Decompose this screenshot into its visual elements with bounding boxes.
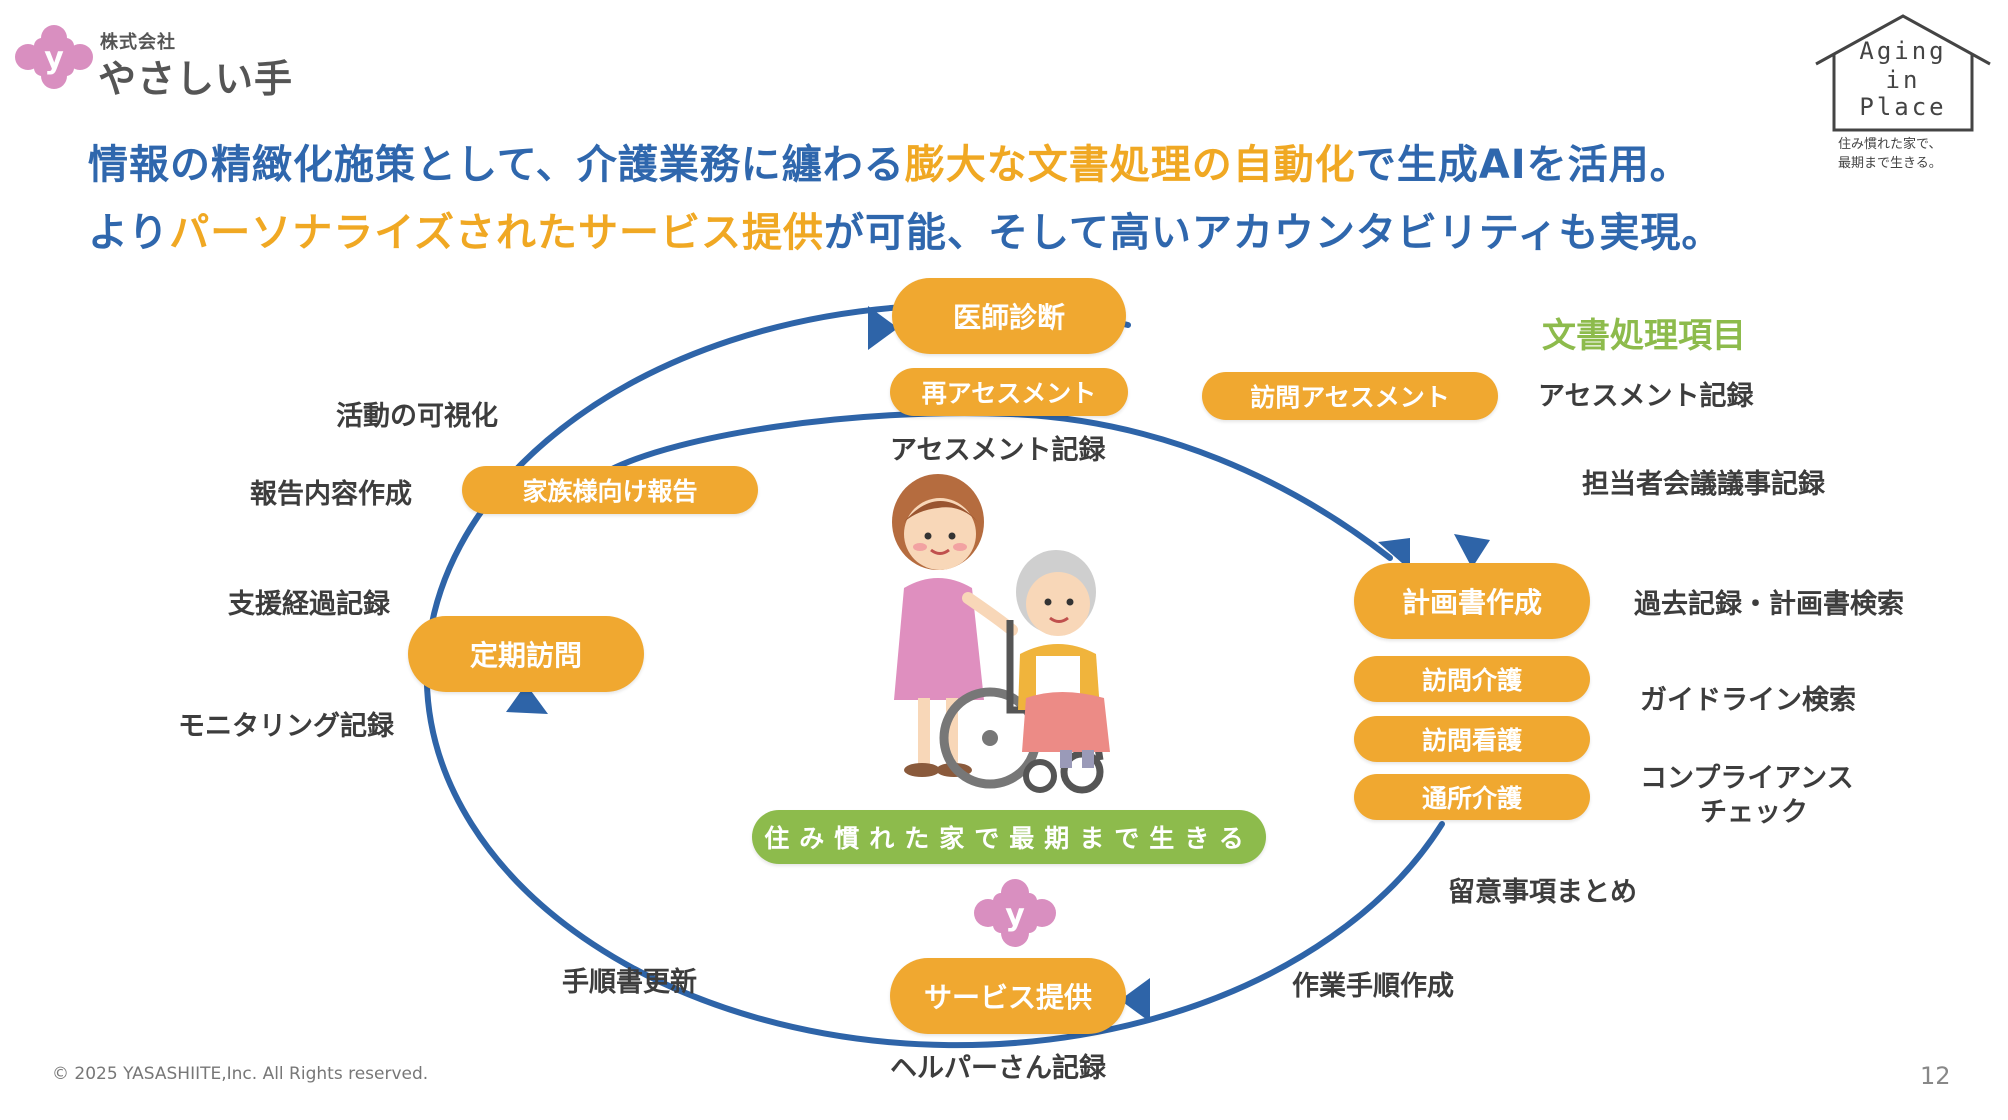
reassessment-node: 再アセスメント xyxy=(890,368,1128,416)
doc-item: 過去記録・計画書検索 xyxy=(1634,589,1904,620)
visit-assessment-node: 訪問アセスメント xyxy=(1202,372,1498,420)
logo-company-name: やさしい手 xyxy=(98,57,294,101)
headline-line2-part2: パーソナライズされたサービス提供 xyxy=(169,210,825,256)
doc-item: ガイドライン検索 xyxy=(1640,685,1856,716)
logo-company-type: 株式会社 xyxy=(100,32,176,53)
arrow-to-plan-inner xyxy=(1378,538,1410,570)
plan-creation-node: 計画書作成 xyxy=(1354,563,1590,639)
home-nursing-node: 訪問看護 xyxy=(1354,716,1590,762)
page-number: 12 xyxy=(1920,1062,1951,1090)
doctor-diagnosis-node: 医師診断 xyxy=(892,278,1126,354)
center-motto: 住み慣れた家で最期まで生きる xyxy=(752,810,1266,864)
home-care-node: 訪問介護 xyxy=(1354,656,1590,702)
mini-logo-icon: y xyxy=(974,879,1056,947)
caregiver-wheelchair-illustration xyxy=(892,474,1110,794)
label-manual-update: 手順書更新 xyxy=(562,967,697,998)
doc-item: コンプライアンス xyxy=(1640,763,1854,794)
arrow-to-service xyxy=(1120,978,1150,1022)
doc-item: チェック xyxy=(1700,797,1808,828)
aging-in-place-sub2: 最期まで生きる。 xyxy=(1838,156,1942,171)
label-monitoring-record: モニタリング記録 xyxy=(178,711,394,742)
family-report-node: 家族様向け報告 xyxy=(462,466,758,514)
label-activity-visualization: 活動の可視化 xyxy=(336,401,498,432)
label-work-procedure: 作業手順作成 xyxy=(1292,971,1454,1002)
regular-visit-node: 定期訪問 xyxy=(408,616,644,692)
label-helper-record: ヘルパーさん記録 xyxy=(890,1053,1106,1084)
outer-ring-arc xyxy=(423,302,1445,1049)
aging-in-place-subtitle: 住み慣れた家で、 最期まで生きる。 xyxy=(1838,135,1998,173)
aging-in-place-line3: Place xyxy=(1859,93,1947,121)
label-report-content: 報告内容作成 xyxy=(250,479,412,510)
headline-line1-part2: 膨大な文書処理の自動化 xyxy=(904,142,1356,188)
house-icon xyxy=(1815,14,1991,132)
headline-line2: よりパーソナライズされたサービス提供が可能、そして高いアカウンタビリティも実現。 xyxy=(88,200,1722,258)
arrow-to-plan-outer xyxy=(1454,534,1490,568)
headline-line2-part3: が可能、そして高いアカウンタビリティも実現。 xyxy=(824,210,1723,256)
company-logo-icon: y xyxy=(15,25,93,89)
svg-text:y: y xyxy=(44,41,64,76)
arrow-to-doctor xyxy=(868,306,898,350)
day-care-node: 通所介護 xyxy=(1354,774,1590,820)
aging-in-place-line2: in xyxy=(1885,66,1921,94)
label-support-record: 支援経過記録 xyxy=(228,589,390,620)
headline-line1-part1: 情報の精緻化施策として、介護業務に纏わる xyxy=(88,142,905,188)
label-notes-summary: 留意事項まとめ xyxy=(1448,877,1637,908)
service-provision-node: サービス提供 xyxy=(890,958,1126,1034)
doc-item: アセスメント記録 xyxy=(1538,381,1754,412)
doc-item: 担当者会議議事記録 xyxy=(1582,469,1825,500)
svg-text:y: y xyxy=(1005,898,1025,933)
headline-line1: 情報の精緻化施策として、介護業務に纏わる膨大な文書処理の自動化で生成AIを活用。 xyxy=(88,132,1691,190)
copyright-footer: © 2025 YASASHIITE,Inc. All Rights reserv… xyxy=(52,1064,429,1084)
label-assessment-record-center: アセスメント記録 xyxy=(890,435,1106,466)
arrow-to-regular-visit xyxy=(506,684,548,714)
aging-in-place-sub1: 住み慣れた家で、 xyxy=(1838,137,1942,152)
headline-line2-part1: より xyxy=(88,210,170,256)
doc-items-title: 文書処理項目 xyxy=(1542,316,1746,356)
headline-line1-part3: で生成AIを活用。 xyxy=(1355,142,1691,188)
aging-in-place-line1: Aging xyxy=(1859,37,1947,65)
